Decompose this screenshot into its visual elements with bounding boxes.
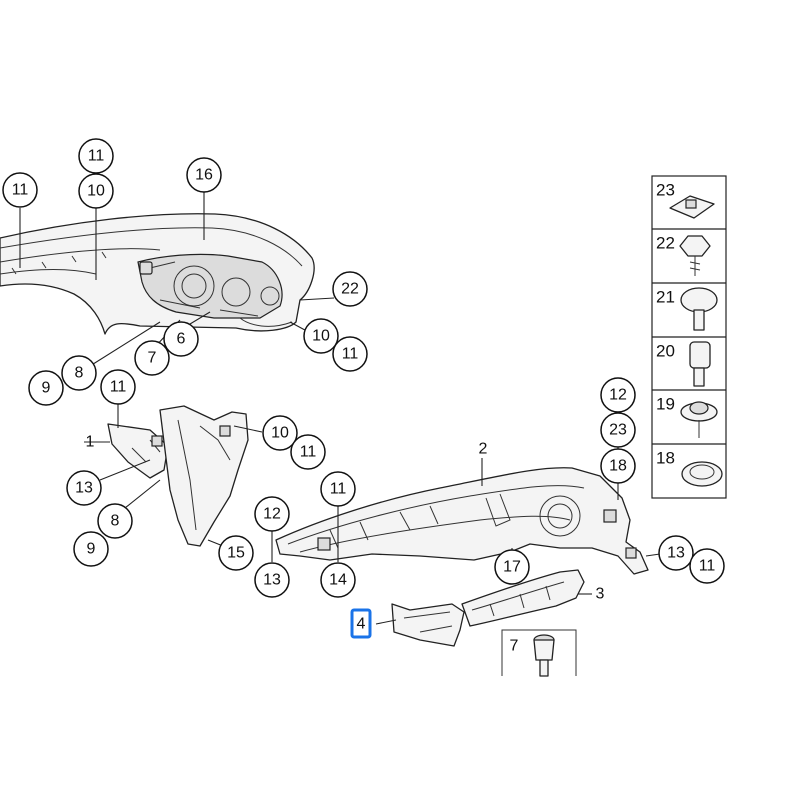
svg-text:13: 13 [667,545,685,562]
svg-text:15: 15 [227,545,245,562]
svg-text:13: 13 [263,572,281,589]
plain-labels: 1 2 3 4 [86,434,605,639]
callout-11: 11 [320,471,356,507]
callout-14: 14 [320,562,356,598]
washer-screw-icon [680,401,718,438]
callout-7: 7 [134,340,170,376]
callout-10: 10 [303,318,339,354]
inset-label: 7 [510,638,519,655]
svg-text:12: 12 [609,387,627,404]
callout-23: 23 [600,412,636,448]
legend-label-20: 20 [656,342,675,361]
legend-label-23: 23 [656,181,675,200]
bumper-carrier [275,467,649,575]
callout-15: 15 [218,535,254,571]
svg-text:22: 22 [341,281,359,298]
svg-text:10: 10 [87,183,105,200]
hex-screw-icon [679,235,711,276]
svg-text:9: 9 [42,380,51,397]
callout-9: 9 [28,370,64,406]
clip-nut-icon [669,195,715,219]
callout-9: 9 [73,531,109,567]
callout-13: 13 [254,562,290,598]
callout-17: 17 [494,549,530,585]
svg-text:11: 11 [342,346,359,363]
callout-12: 12 [600,377,636,413]
spacer-bolt-icon [689,341,711,387]
svg-text:11: 11 [699,558,716,575]
callout-11: 11 [78,138,114,174]
callout-12: 12 [254,496,290,532]
svg-text:9: 9 [87,541,96,558]
callout-13: 13 [66,470,102,506]
svg-text:8: 8 [111,513,120,530]
svg-text:18: 18 [609,458,627,475]
svg-text:11: 11 [12,182,29,199]
callout-13: 13 [658,535,694,571]
grommet-icon [681,461,723,487]
callout-8: 8 [97,503,133,539]
wheel-arch-bracket [107,405,249,547]
callout-11: 11 [2,172,38,208]
svg-text:10: 10 [271,425,289,442]
svg-text:16: 16 [195,167,213,184]
part-label-1: 1 [86,434,95,451]
push-rivet-icon [533,634,555,677]
highlight-box [350,608,372,639]
fastener-legend: 23 22 21 20 19 18 [651,175,727,499]
callout-11: 11 [332,336,368,372]
legend-label-18: 18 [656,449,675,468]
svg-text:8: 8 [75,365,84,382]
bumper-cover-assembly [0,213,315,335]
callout-18: 18 [600,448,636,484]
part-label-2: 2 [479,441,488,458]
legend-label-19: 19 [656,395,675,414]
svg-text:11: 11 [330,481,347,498]
callout-10: 10 [78,173,114,209]
svg-text:11: 11 [110,379,127,396]
callout-11: 11 [100,369,136,405]
legend-label-22: 22 [656,234,675,253]
svg-text:6: 6 [177,331,186,348]
small-bracket [391,603,465,647]
part-label-4: 4 [357,616,366,633]
svg-text:13: 13 [75,480,93,497]
svg-text:12: 12 [263,506,281,523]
callout-8: 8 [61,355,97,391]
callout-22: 22 [332,271,368,307]
svg-text:10: 10 [312,328,330,345]
svg-text:11: 11 [88,148,105,165]
collar-screw-icon [680,287,718,331]
callouts: 11 11 10 16 22 10 11 6 7 8 9 11 10 11 13… [2,138,725,598]
callout-16: 16 [186,157,222,193]
svg-text:11: 11 [300,444,317,461]
legend-label-21: 21 [656,288,675,307]
part-label-3: 3 [596,586,605,603]
callout-10: 10 [262,415,298,451]
svg-text:23: 23 [609,422,627,439]
callout-11: 11 [290,434,326,470]
callout-6: 6 [163,321,199,357]
lower-reinforcement [461,569,585,627]
inset-box: 7 [501,629,577,677]
callout-11: 11 [689,548,725,584]
svg-text:14: 14 [329,572,347,589]
svg-text:17: 17 [503,559,521,576]
svg-text:7: 7 [148,350,157,367]
